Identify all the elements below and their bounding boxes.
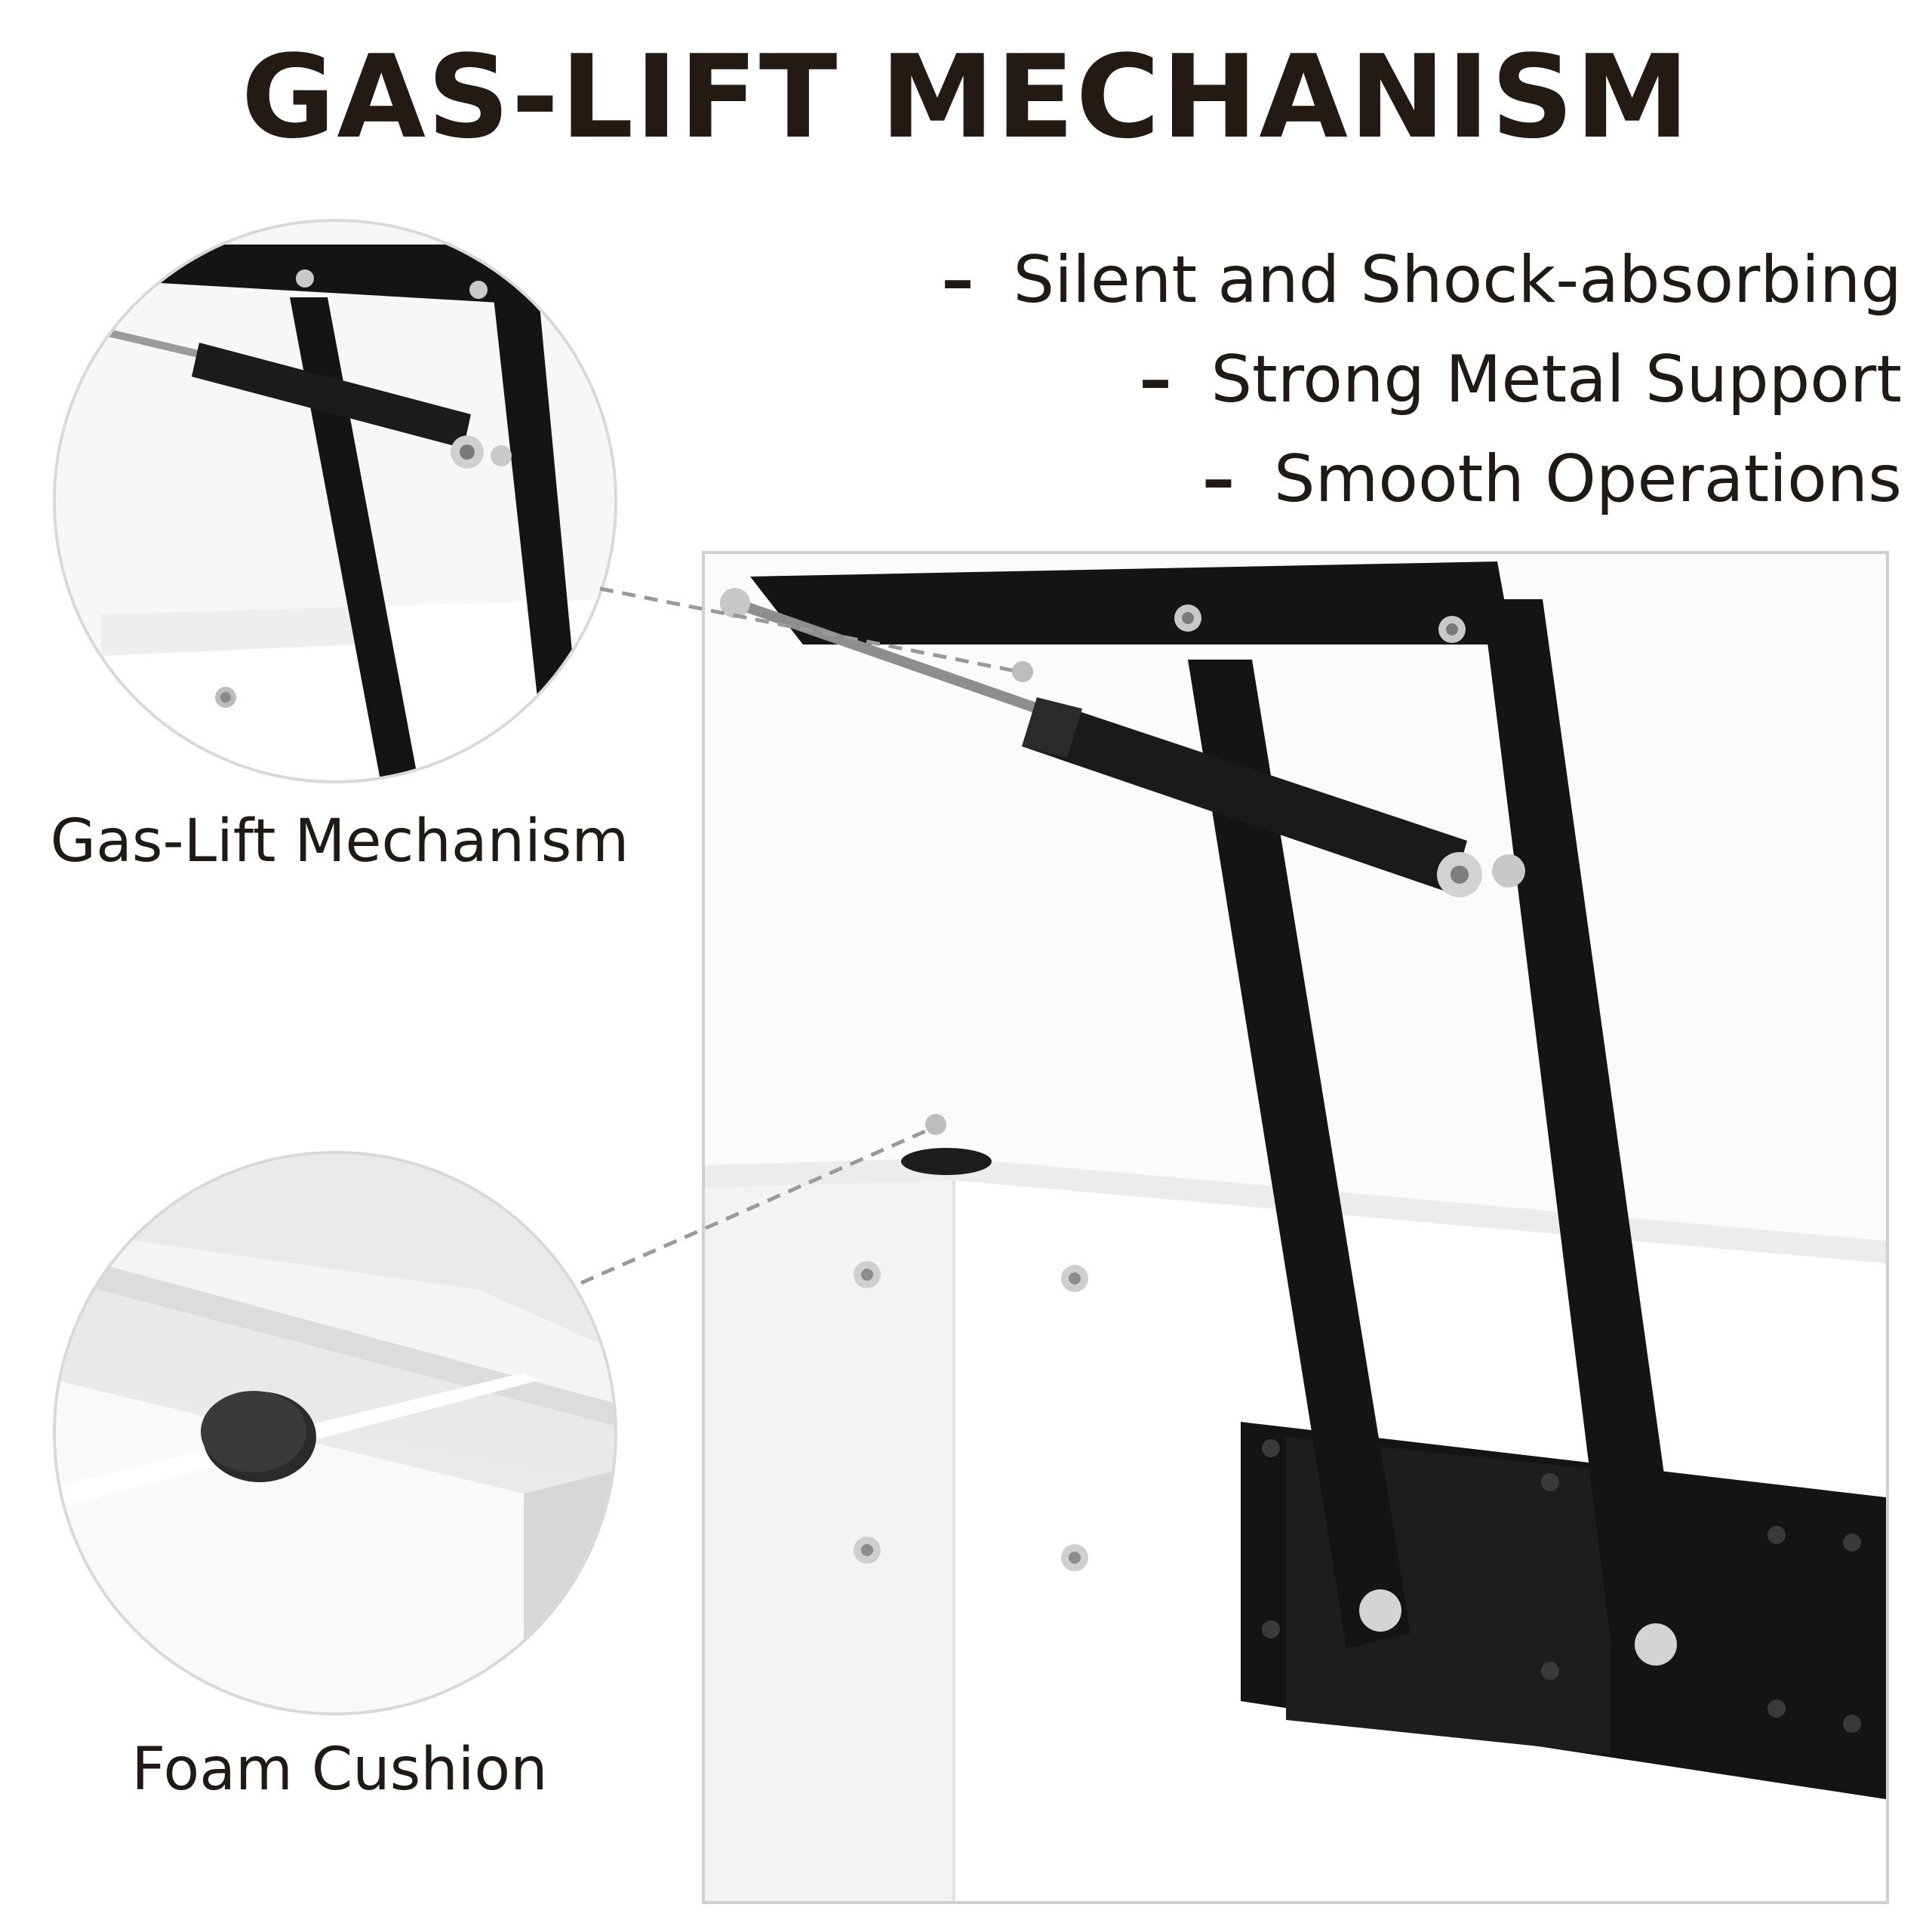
foam-cushion-detail-illustration bbox=[56, 1154, 614, 1712]
foam-cushion-caption: Foam Cushion bbox=[131, 1736, 548, 1804]
feature-item-2: –Strong Metal Support bbox=[942, 330, 1902, 429]
foam-cushion-detail-circle bbox=[53, 1151, 617, 1715]
gas-lift-caption: Gas-Lift Mechanism bbox=[50, 808, 629, 875]
page-title: GAS-LIFT MECHANISM bbox=[241, 30, 1691, 164]
lift-mechanism-illustration bbox=[705, 554, 1886, 1901]
feature-text: Strong Metal Support bbox=[1211, 342, 1902, 417]
feature-dash: – bbox=[1139, 342, 1172, 417]
gas-lift-detail-circle bbox=[53, 219, 617, 783]
feature-text: Smooth Operations bbox=[1274, 441, 1902, 517]
feature-dash: – bbox=[941, 242, 974, 318]
gas-lift-detail-illustration bbox=[56, 222, 614, 780]
feature-item-3: –Smooth Operations bbox=[942, 429, 1902, 529]
main-product-photo bbox=[702, 551, 1889, 1904]
feature-item-1: –Silent and Shock-absorbing bbox=[942, 230, 1902, 330]
feature-dash: – bbox=[1202, 441, 1235, 517]
feature-list: –Silent and Shock-absorbing –Strong Meta… bbox=[942, 230, 1902, 529]
feature-text: Silent and Shock-absorbing bbox=[1013, 242, 1902, 318]
